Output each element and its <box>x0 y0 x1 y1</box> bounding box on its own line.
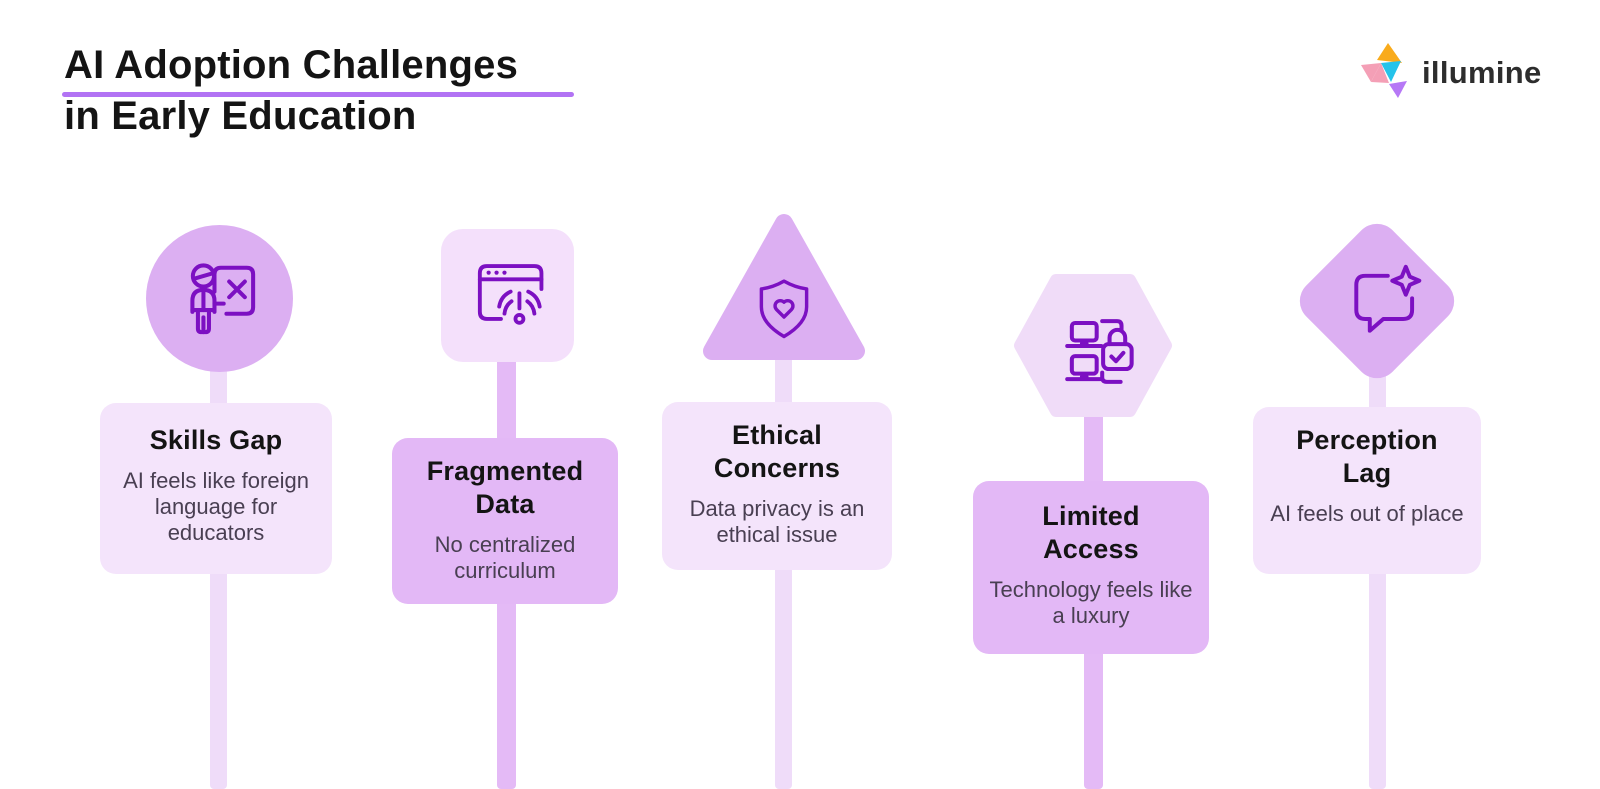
circle-shape <box>146 225 293 372</box>
card-description: AI feels like foreign language for educa… <box>123 468 309 545</box>
page-title-line2: in Early Education <box>64 94 417 138</box>
hexagon-shape <box>1012 272 1174 419</box>
card-skills-gap: Skills Gap AI feels like foreign languag… <box>100 403 332 574</box>
browser-wifi-alert-icon <box>477 263 543 325</box>
card-perception-lag: Perception Lag AI feels out of place <box>1253 407 1481 574</box>
card-title: Skills Gap <box>149 425 283 455</box>
triangle-shape <box>700 211 868 363</box>
card-ethical-concerns: Ethical Concerns Data privacy is an ethi… <box>662 402 892 570</box>
card-title: Ethical Concerns <box>713 420 841 483</box>
card-description: Technology feels like a luxury <box>989 577 1193 628</box>
title-underline <box>62 92 574 97</box>
card-title: Fragmented Data <box>426 456 584 519</box>
card-description: AI feels out of place <box>1270 501 1464 526</box>
card-fragmented-data: Fragmented Data No centralized curriculu… <box>392 438 618 604</box>
card-description: Data privacy is an ethical issue <box>689 496 865 547</box>
page-title: AI Adoption Challenges in Early Educatio… <box>64 40 518 142</box>
devices-lock-icon <box>1065 318 1134 384</box>
card-title: Perception Lag <box>1296 425 1438 488</box>
card-description: No centralized curriculum <box>434 532 576 583</box>
square-shape <box>441 229 574 362</box>
page-title-line1: AI Adoption Challenges <box>64 43 519 87</box>
card-limited-access: Limited Access Technology feels like a l… <box>973 481 1209 654</box>
triangle-background <box>703 214 865 360</box>
card-title: Limited Access <box>1042 501 1140 564</box>
shield-heart-icon <box>759 279 809 339</box>
teacher-board-x-icon <box>189 262 255 334</box>
illumine-logo-icon <box>1361 43 1407 98</box>
chat-sparkle-icon <box>1354 264 1422 333</box>
illumine-logo-text: illumine <box>1422 55 1542 90</box>
illumine-logo: illumine <box>1358 40 1542 98</box>
diamond-shape <box>1290 214 1464 388</box>
